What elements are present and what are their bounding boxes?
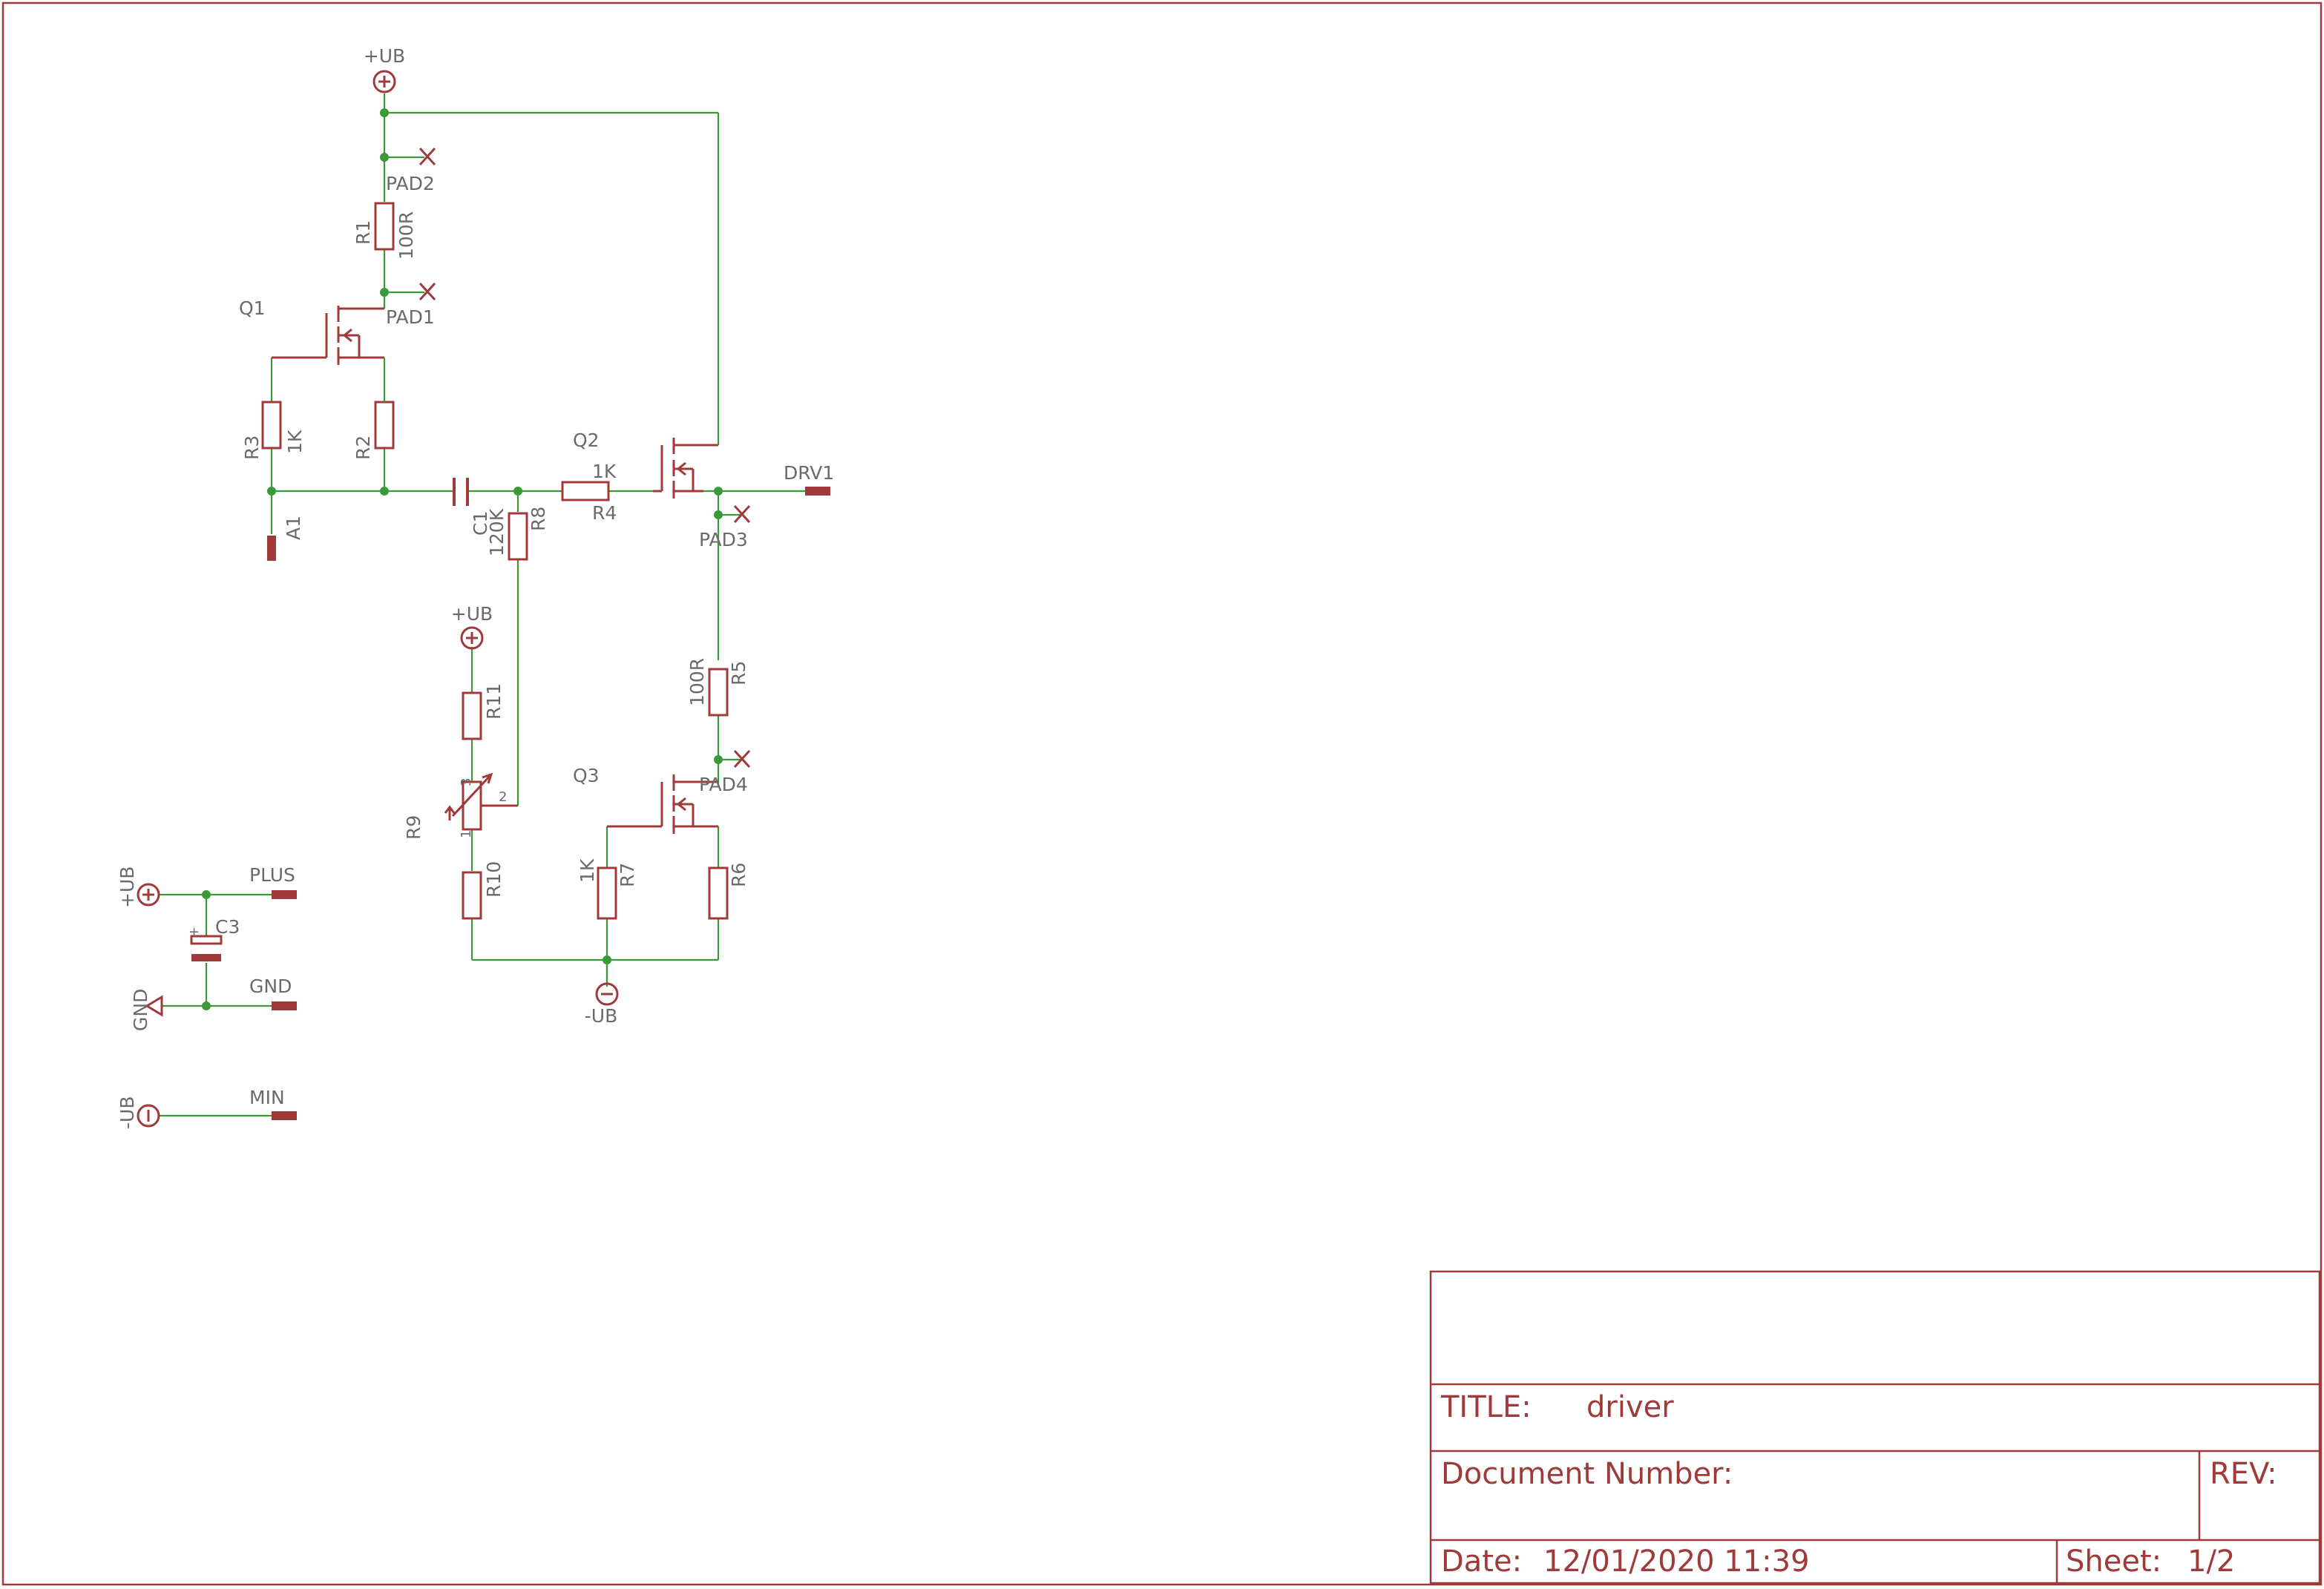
title-block: TITLE: driver Document Number: REV: Date… <box>1429 1270 2321 1585</box>
connector-drv1-label: DRV1 <box>784 462 834 484</box>
c1-label: C1 <box>470 511 491 536</box>
pad3-cross-icon <box>733 504 751 524</box>
resistor-r11 <box>462 691 482 740</box>
connector-a1-label: A1 <box>283 516 304 540</box>
r3-value: 1K <box>284 430 306 454</box>
r6-name: R6 <box>728 863 749 887</box>
pot-pin-3: 3 <box>459 778 474 786</box>
pot-pin-2: 2 <box>499 789 507 805</box>
legend-minus-label: -UB <box>116 1096 138 1129</box>
r2-name: R2 <box>352 435 374 460</box>
supply-plus-mid-icon <box>460 626 484 650</box>
ground-legend-icon <box>145 995 163 1017</box>
r9-name: R9 <box>403 815 424 840</box>
connector-plus-label: PLUS <box>249 864 295 886</box>
sheet-value: 1/2 <box>2187 1544 2235 1579</box>
pot-pin-1: 1 <box>459 830 474 838</box>
q1-label: Q1 <box>239 297 266 319</box>
capacitor-c3 <box>190 935 223 961</box>
resistor-r5 <box>708 668 729 717</box>
q3-label: Q3 <box>573 765 600 786</box>
resistor-r8 <box>508 512 528 561</box>
pad4-cross-icon <box>733 749 751 769</box>
capacitor-c1 <box>453 478 469 506</box>
connector-drv1-pin <box>805 487 830 496</box>
r11-name: R11 <box>483 683 505 720</box>
r8-value: 120K <box>486 508 508 556</box>
r8-name: R8 <box>528 507 549 531</box>
connector-gnd-pin <box>272 1001 297 1010</box>
rev-label: REV: <box>2210 1457 2277 1491</box>
c3-polarity: + <box>188 924 200 940</box>
connector-a1-pin <box>267 536 276 561</box>
r4-value: 1K <box>592 461 617 482</box>
mosfet-q3 <box>607 774 718 834</box>
date-value: 12/01/2020 11:39 <box>1543 1544 1810 1579</box>
resistor-r7 <box>597 866 617 920</box>
r10-name: R10 <box>483 861 505 898</box>
r1-value: 100R <box>395 211 417 260</box>
mosfet-q1 <box>272 306 386 402</box>
r1-name: R1 <box>352 220 374 245</box>
connector-gnd-label: GND <box>249 976 292 997</box>
r5-name: R5 <box>728 661 749 685</box>
connector-min-pin <box>272 1111 297 1120</box>
legend-plus-label: +UB <box>116 866 138 908</box>
resistor-r4 <box>561 481 610 501</box>
connector-plus-pin <box>272 890 297 899</box>
junction-dots <box>202 108 723 1010</box>
r7-name: R7 <box>617 863 638 887</box>
resistor-r2 <box>374 401 395 450</box>
q2-label: Q2 <box>573 430 600 451</box>
document-number-label: Document Number: <box>1441 1457 1733 1491</box>
legend-gnd-label: GND <box>130 989 151 1031</box>
resistor-r1 <box>374 202 395 251</box>
pad2-label: PAD2 <box>386 173 435 194</box>
date-label: Date: <box>1441 1544 1522 1579</box>
pad1-cross-icon <box>418 282 436 301</box>
sheet-label: Sheet: <box>2066 1544 2161 1579</box>
r5-value: 100R <box>686 658 708 706</box>
supply-plus-top-icon <box>372 70 396 93</box>
supply-minus-legend-icon <box>137 1104 160 1128</box>
supply-label-mid: +UB <box>451 603 493 625</box>
resistor-r6 <box>708 866 729 920</box>
resistor-r10 <box>462 871 482 920</box>
c3-label: C3 <box>215 916 240 938</box>
resistor-r3 <box>261 401 282 450</box>
r7-value: 1K <box>577 858 598 883</box>
wires <box>159 93 805 1117</box>
supply-minus-bottom-icon <box>595 960 619 1006</box>
supply-label-top: +UB <box>364 45 405 67</box>
supply-label-bottom: -UB <box>585 1005 617 1027</box>
pad3-label: PAD3 <box>699 529 748 550</box>
title-label: TITLE: <box>1440 1390 1532 1424</box>
pad4-label: PAD4 <box>699 774 748 795</box>
mosfet-q2 <box>653 438 718 499</box>
pad1-label: PAD1 <box>386 306 435 328</box>
r3-name: R3 <box>241 435 263 460</box>
pad2-cross-icon <box>418 147 436 166</box>
title-value: driver <box>1586 1390 1674 1424</box>
resistor-r9-potentiometer <box>444 772 518 831</box>
supply-plus-legend-icon <box>137 883 160 907</box>
connector-min-label: MIN <box>249 1087 285 1108</box>
r4-name: R4 <box>592 502 617 524</box>
